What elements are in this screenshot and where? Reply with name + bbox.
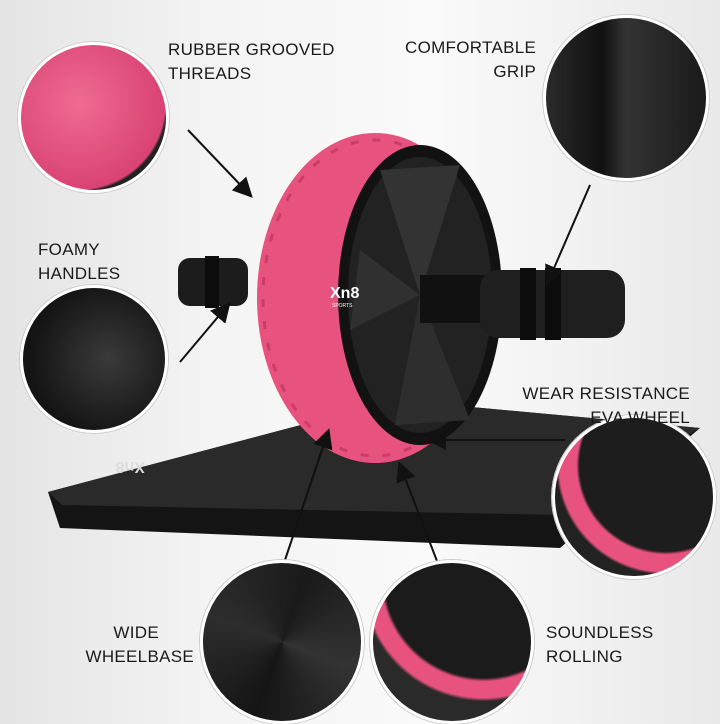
callout-arrows <box>179 129 591 601</box>
right-handle <box>420 268 625 340</box>
label-line: RUBBER GROOVED <box>168 40 335 59</box>
detail-rubber-threads <box>18 42 169 193</box>
detail-grip <box>543 15 709 181</box>
label-line: WIDE <box>113 623 159 642</box>
label-line: SOUNDLESS <box>546 623 654 642</box>
label-line: GRIP <box>493 62 537 81</box>
label-rubber-grooved-threads: RUBBER GROOVED THREADS <box>168 38 335 86</box>
arrow-grip <box>545 184 591 286</box>
wheel-logo-sub: SPORTS <box>332 303 353 309</box>
arrow-wide <box>284 428 333 561</box>
left-handle <box>178 256 248 308</box>
detail-rolling <box>370 560 534 724</box>
label-line: HANDLES <box>38 264 121 283</box>
label-wear-resistance: WEAR RESISTANCE EVA WHEEL <box>522 382 690 430</box>
label-wide-wheelbase: WIDE WHEELBASE <box>85 621 194 669</box>
mat-logo: Xn8 <box>116 458 145 475</box>
label-line: EVA WHEEL <box>590 408 690 427</box>
wheel-logo: Xn8 <box>330 285 359 302</box>
arrow-foamy <box>179 301 231 363</box>
detail-wheelbase <box>200 560 364 724</box>
detail-foamy-handles <box>20 285 168 433</box>
detail-eva-wheel <box>552 415 716 579</box>
label-comfortable-grip: COMFORTABLE GRIP <box>405 36 536 84</box>
label-foamy-handles: FOAMY HANDLES <box>38 238 120 286</box>
arrow-rubber <box>187 129 253 198</box>
label-line: FOAMY <box>38 240 100 259</box>
label-line: WEAR RESISTANCE <box>522 384 690 403</box>
label-line: COMFORTABLE <box>405 38 537 57</box>
label-line: THREADS <box>168 64 252 83</box>
label-soundless-rolling: SOUNDLESS ROLLING <box>546 621 654 669</box>
label-line: WHEELBASE <box>85 647 194 666</box>
label-line: ROLLING <box>546 647 623 666</box>
